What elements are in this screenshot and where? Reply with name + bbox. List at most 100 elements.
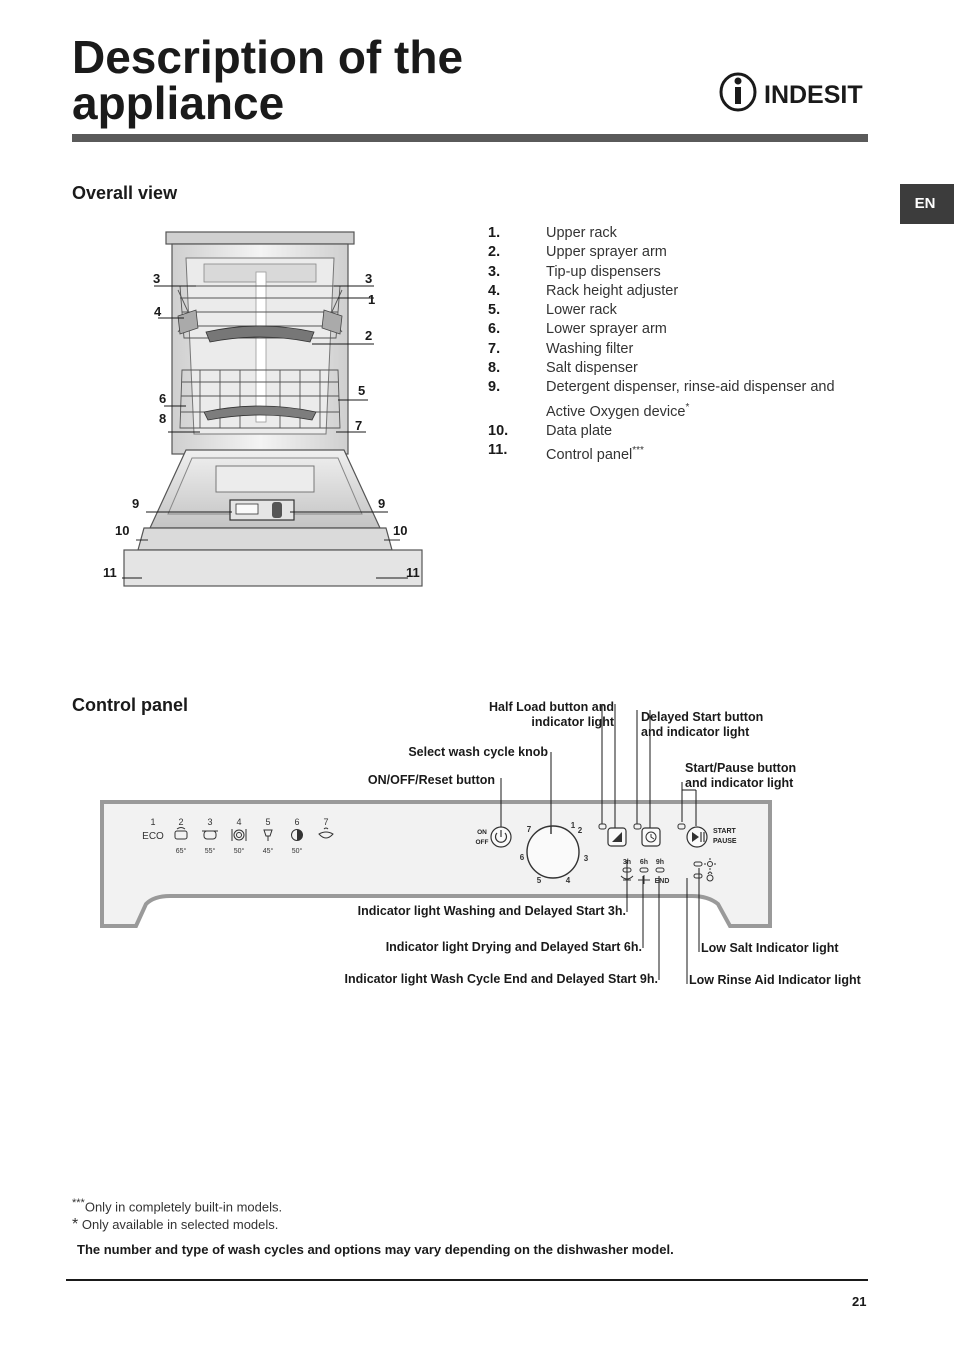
parts-list-item: 5.Lower rack: [488, 302, 617, 319]
parts-list-item: 6.Lower sprayer arm: [488, 321, 667, 338]
delay-indicators: 3h 6h 9h END: [620, 859, 670, 885]
label-indicator-6h: Indicator light Drying and Delayed Start…: [385, 940, 642, 954]
delay-3h-label: 3h: [623, 859, 631, 866]
callout-left-9: 9: [132, 496, 140, 511]
indicator-light-9h: [655, 867, 665, 873]
knob-scale: 7 1 2 3 4 5 6: [520, 821, 589, 885]
indesit-logo: INDESIT: [719, 72, 863, 112]
label-delayed-start: Delayed Start button and indicator light: [641, 710, 764, 739]
label-on-off: ON/OFF/Reset button: [367, 773, 495, 787]
callout-right-5: 5: [358, 383, 366, 398]
callout-right-10: 10: [393, 523, 408, 538]
label-indicator-9h: Indicator light Wash Cycle End and Delay…: [344, 972, 659, 986]
cabinet-top: [165, 231, 355, 245]
rear-pipe: [255, 271, 267, 423]
detergent-dispenser: [229, 499, 295, 521]
program-temp: 45°: [263, 847, 274, 855]
program-temp: 50°: [234, 847, 245, 855]
label-half-load: Half Load button and indicator light: [489, 700, 614, 729]
footnote-built-in: ***Only in completely built-in models.: [72, 1197, 283, 1215]
dishwasher-diagram: [122, 231, 423, 587]
door-bottom: [137, 527, 393, 551]
label-start-pause: Start/Pause button and indicator light: [685, 761, 797, 790]
plates-icon: [231, 829, 247, 841]
parts-list-item: 8.Salt dispenser: [488, 360, 638, 377]
upper-sprayer-arm: [205, 325, 315, 343]
label-knob: Select wash cycle knob: [408, 745, 548, 759]
program-temp: 65°: [176, 847, 187, 855]
overall-view-heading: Overall view: [72, 183, 178, 203]
label-indicator-3h: Indicator light Washing and Delayed Star…: [357, 904, 626, 918]
knob-number: 1: [571, 821, 576, 830]
callout-right-3: 3: [365, 271, 373, 286]
rinse-aid-icon: [706, 871, 714, 882]
label-low-rinse-aid: Low Rinse Aid Indicator light: [689, 973, 861, 987]
parts-list-item: 4.Rack height adjuster: [488, 282, 679, 299]
label-low-salt: Low Salt Indicator light: [701, 941, 839, 955]
parts-list-item: 2.Upper sprayer arm: [488, 244, 667, 261]
low-salt-indicator-light: [693, 861, 703, 867]
program-name-eco: ECO: [142, 831, 164, 842]
callout-right-1: 1: [368, 292, 376, 307]
washing-icon: [620, 875, 634, 881]
panel-leader-lines: [500, 704, 700, 984]
half-load-button[interactable]: [607, 827, 627, 847]
program-number: 7: [323, 817, 328, 827]
indicator-light-3h: [622, 867, 632, 873]
intensive-pot-icon: [174, 827, 188, 840]
callout-right-7: 7: [355, 418, 363, 433]
callout-left-8: 8: [159, 411, 167, 426]
start-label: START: [713, 828, 737, 835]
door-inner-edge: [167, 457, 363, 515]
delay-6h-label: 6h: [640, 859, 648, 866]
callout-left-10: 10: [115, 523, 130, 538]
pause-label: PAUSE: [713, 838, 737, 845]
program-temp: 50°: [292, 847, 303, 855]
knob-number: 6: [520, 853, 525, 862]
tip-up-dispensers: [177, 309, 343, 335]
program-number: 1: [150, 817, 155, 827]
delayed-start-indicator-light: [633, 823, 642, 830]
pot-icon: [202, 830, 218, 840]
indicator-light-6h: [639, 867, 649, 873]
parts-list-item: 9.Detergent dispenser, rinse-aid dispens…: [488, 379, 835, 420]
delayed-start-button[interactable]: [641, 827, 661, 847]
wash-cycle-knob[interactable]: [526, 825, 580, 879]
on-off-reset-button[interactable]: [490, 826, 512, 848]
parts-list-item: 1.Upper rack: [488, 225, 617, 241]
start-pause-button[interactable]: [686, 826, 708, 848]
knob-number: 4: [566, 876, 571, 885]
callout-right-2: 2: [365, 328, 373, 343]
parts-list: 1.Upper rack 2.Upper sprayer arm 3.Tip-u…: [488, 224, 868, 465]
language-tab: EN: [900, 184, 954, 224]
delay-9h-label: 9h: [656, 859, 664, 866]
end-label: END: [655, 878, 670, 885]
knob-number: 3: [584, 854, 589, 863]
program-number: 3: [207, 817, 212, 827]
footer-rule: [66, 1279, 868, 1281]
knob-number: 5: [537, 876, 542, 885]
parts-list-item: 3.Tip-up dispensers: [488, 263, 661, 280]
program-number: 4: [236, 817, 241, 827]
leader-lines: [122, 285, 408, 579]
half-load-icon: [612, 832, 622, 842]
drying-icon: [638, 875, 650, 884]
parts-list-item: 10.Data plate: [488, 422, 613, 439]
program-number: 2: [178, 817, 183, 827]
callout-right-11: 11: [406, 565, 420, 580]
knob-number: 2: [578, 826, 583, 835]
door-recess: [215, 465, 315, 493]
half-load-indicator-light: [598, 823, 607, 830]
glass-icon: [263, 829, 273, 841]
footnote-selected-models: * Only available in selected models.: [72, 1216, 279, 1233]
program-temp: 55°: [205, 847, 216, 855]
half-load-icon: [291, 829, 303, 841]
callout-left-11: 11: [103, 565, 117, 580]
panel-outline: [100, 800, 772, 928]
page-title: Description of the appliance: [72, 31, 464, 129]
header-rule: [72, 134, 868, 142]
program-number: 5: [265, 817, 270, 827]
soak-icon: [318, 827, 334, 839]
program-selector-legend: 1 ECO 2 65° 3 55° 4 50° 5 45° 6 50° 7: [142, 817, 334, 855]
parts-list-item: 7.Washing filter: [488, 340, 634, 357]
